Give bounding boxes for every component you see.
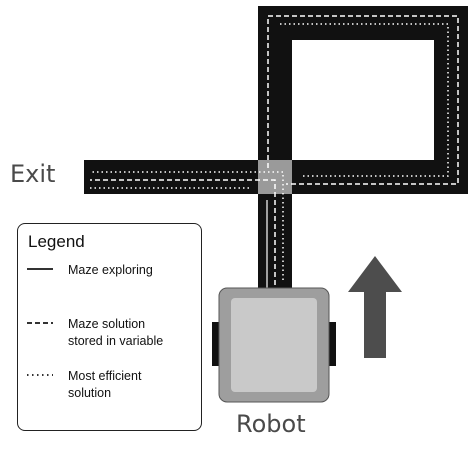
dotted-efficient-line — [90, 23, 449, 280]
dotted-line-swatch — [27, 374, 53, 376]
dashed-line-swatch — [27, 322, 53, 324]
robot-label: Robot — [236, 410, 306, 438]
legend-label: Maze exploring — [68, 263, 153, 277]
up-arrow-icon — [348, 256, 402, 358]
legend-label: Maze solution stored in variable — [68, 317, 164, 348]
solid-line-swatch — [27, 268, 53, 270]
legend-item-efficient: Most efficient solution — [26, 368, 141, 402]
robot-top-panel — [231, 298, 317, 392]
legend-item-exploring: Maze exploring — [26, 262, 153, 279]
exit-label: Exit — [10, 160, 56, 188]
legend: Legend Maze exploring Maze solution stor… — [17, 223, 202, 431]
maze-loop-top — [258, 6, 468, 40]
dashed-solution-line — [90, 15, 459, 285]
legend-item-stored-solution: Maze solution stored in variable — [26, 316, 163, 350]
legend-label: Most efficient solution — [68, 369, 142, 400]
robot-icon — [212, 287, 336, 403]
legend-title: Legend — [28, 232, 85, 251]
